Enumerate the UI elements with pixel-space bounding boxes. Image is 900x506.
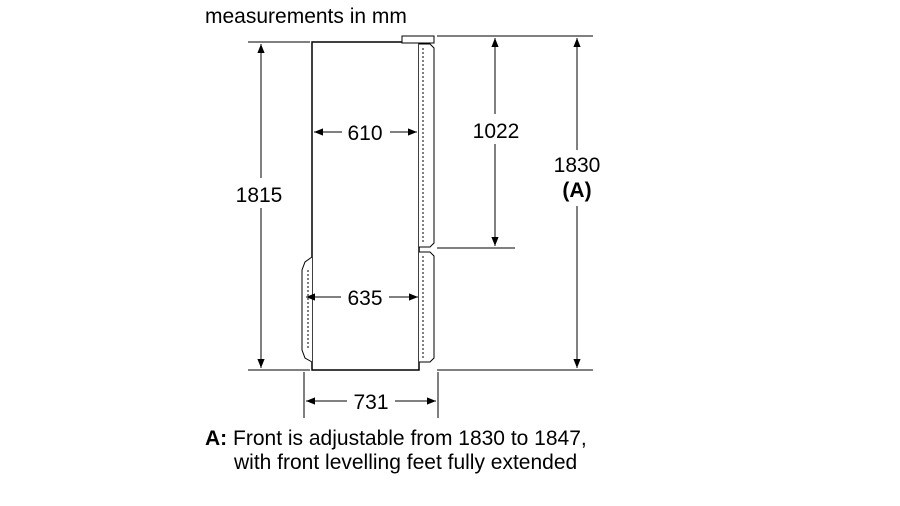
dimension-depth-upper: 610 bbox=[314, 118, 417, 146]
footnote-text-1: Front is adjustable from 1830 to 1847, bbox=[233, 427, 587, 450]
label-total-height: 1830 bbox=[554, 154, 601, 177]
label-body-height: 1815 bbox=[236, 184, 283, 207]
label-upper-height: 1022 bbox=[473, 120, 520, 143]
footnote-line-2: with front levelling feet fully extended bbox=[234, 451, 577, 475]
units-caption: measurements in mm bbox=[205, 5, 407, 28]
footnote-marker: A: bbox=[205, 427, 228, 450]
dimension-depth-lower: 635 bbox=[306, 283, 418, 311]
extension-lines bbox=[248, 35, 593, 418]
label-total-depth: 731 bbox=[353, 391, 388, 414]
dimension-body-height: 1815 bbox=[228, 44, 290, 368]
dimension-total-depth: 731 bbox=[306, 387, 436, 415]
dimension-upper-height: 1022 bbox=[465, 38, 527, 246]
label-depth-lower: 635 bbox=[347, 287, 382, 310]
label-total-height-marker: (A) bbox=[562, 179, 591, 202]
footnote-line-1: A: Front is adjustable from 1830 to 1847… bbox=[205, 427, 587, 451]
appliance-outline bbox=[301, 35, 435, 371]
label-depth-upper: 610 bbox=[347, 122, 382, 145]
dimension-total-height: 1830 (A) bbox=[545, 38, 609, 368]
footnote-text-2: with front levelling feet fully extended bbox=[234, 451, 578, 474]
